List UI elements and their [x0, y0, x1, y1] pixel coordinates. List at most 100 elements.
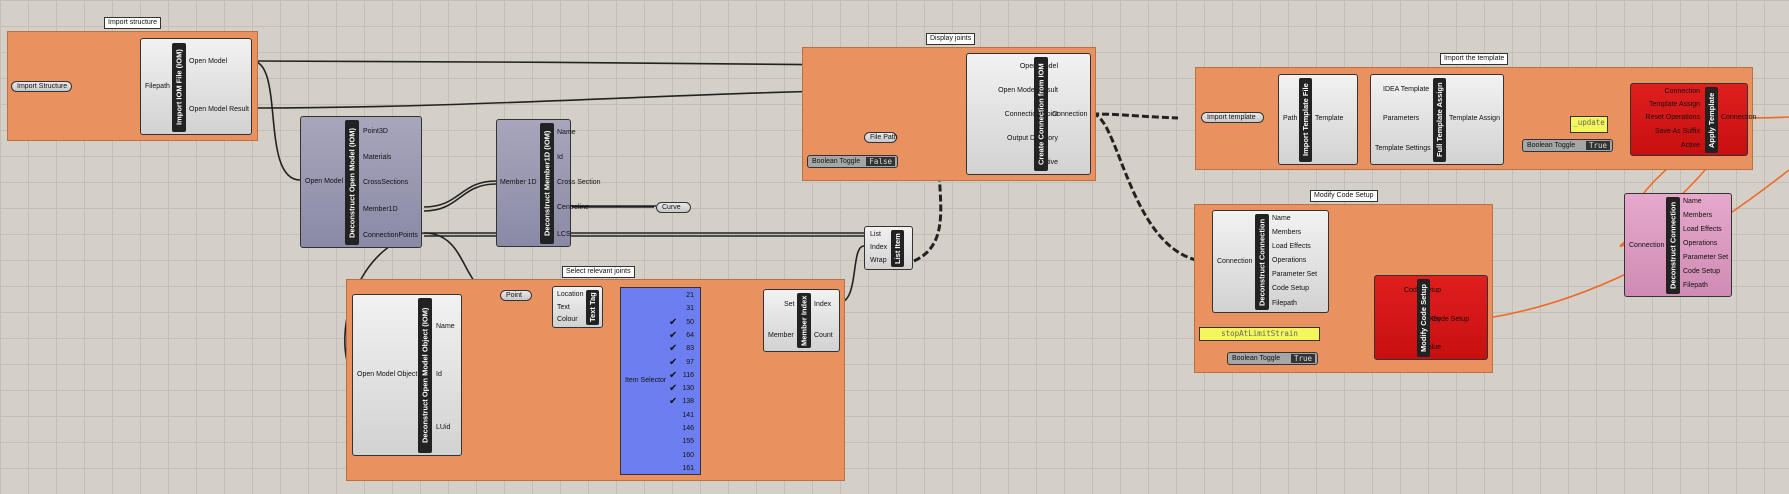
item-selector-option[interactable]: 83 [686, 345, 694, 353]
file-path-param[interactable]: File Path [864, 132, 898, 143]
boolean-toggle-apply[interactable]: Boolean Toggle True [1522, 139, 1613, 152]
deconstruct-connection-mid-component[interactable]: Connection Deconstruct Connection Name M… [1212, 210, 1329, 313]
port-key[interactable]: Key [1428, 316, 1441, 323]
port-members-r[interactable]: Members [1683, 212, 1713, 219]
port-connection-out-at[interactable]: Connection [1721, 114, 1757, 121]
toggle-value[interactable]: True [1585, 141, 1610, 150]
port-connection-points[interactable]: ConnectionPoints [363, 232, 418, 239]
port-index-out[interactable]: Index [814, 301, 832, 308]
import-structure-param[interactable]: Import Structure [11, 81, 72, 92]
port-id-obj[interactable]: Id [436, 371, 442, 378]
port-filepath[interactable]: Filepath [145, 83, 170, 90]
port-load-effects-r[interactable]: Load Effects [1683, 226, 1722, 233]
port-open-model-result[interactable]: Open Model Result [189, 106, 249, 113]
port-materials[interactable]: Materials [363, 154, 392, 161]
port-connection-out[interactable]: Connection [1052, 111, 1088, 118]
member-index-component[interactable]: Set Member Member Index Index Count [763, 289, 840, 352]
text-tag-component[interactable]: Location Text Colour Text Tag [552, 286, 603, 328]
list-item-component[interactable]: List Index Wrap List Item [864, 226, 913, 270]
port-filepath-m[interactable]: Filepath [1272, 300, 1297, 307]
item-selector-option[interactable]: 116 [682, 371, 694, 379]
port-text[interactable]: Text [557, 304, 570, 311]
port-wrap[interactable]: Wrap [870, 257, 887, 264]
port-idea-template[interactable]: IDEA Template [1383, 86, 1430, 93]
port-crosssections[interactable]: CrossSections [363, 179, 409, 186]
item-selector-option[interactable]: 141 [682, 411, 694, 419]
toggle-value[interactable]: False [866, 157, 895, 166]
item-selector-option[interactable]: 138 [682, 398, 694, 406]
import-template-file-component[interactable]: Path Import Template File Template [1278, 74, 1358, 165]
port-parameter-set-m[interactable]: Parameter Set [1272, 271, 1318, 278]
port-parameter-set-r[interactable]: Parameter Set [1683, 254, 1729, 261]
port-lcs[interactable]: LCS [557, 231, 571, 238]
port-index[interactable]: Index [870, 244, 888, 251]
port-value[interactable]: Value [1423, 344, 1441, 351]
port-name[interactable]: Name [557, 129, 576, 136]
port-location[interactable]: Location [557, 291, 584, 298]
deconstruct-open-model-object-component[interactable]: Open Model Object Deconstruct Open Model… [352, 294, 462, 456]
import-iom-file-component[interactable]: Filepath Import IOM File (IOM) Open Mode… [140, 38, 252, 135]
port-code-setup-m[interactable]: Code Setup [1272, 285, 1309, 292]
port-load-effects-m[interactable]: Load Effects [1272, 243, 1311, 250]
port-open-model-in[interactable]: Open Model [305, 178, 344, 185]
port-reset-operations[interactable]: Reset Operations [1645, 114, 1700, 121]
item-selector-option[interactable]: 31 [686, 305, 694, 313]
full-template-assign-component[interactable]: IDEA Template Parameters Template Settin… [1370, 74, 1504, 165]
port-template-settings[interactable]: Template Settings [1375, 145, 1431, 152]
item-selector-option[interactable]: 130 [682, 385, 694, 393]
point-param[interactable]: Point [500, 290, 532, 301]
port-operations-m[interactable]: Operations [1272, 257, 1307, 264]
port-active-at[interactable]: Active [1680, 142, 1700, 149]
port-members-m[interactable]: Members [1272, 229, 1302, 236]
port-set[interactable]: Set [784, 301, 795, 308]
port-open-model-object[interactable]: Open Model Object [357, 371, 418, 378]
modify-code-setup-component[interactable]: Code Setup Key Value Modify Code Setup C… [1374, 275, 1488, 360]
port-code-setup-out[interactable]: Code Setup [1432, 316, 1469, 323]
port-filepath-r[interactable]: Filepath [1683, 282, 1708, 289]
item-selector-option[interactable]: 97 [686, 358, 694, 366]
item-selector-option[interactable]: 161 [682, 464, 694, 472]
boolean-toggle-value[interactable]: Boolean Toggle True [1227, 352, 1318, 365]
port-code-setup-r[interactable]: Code Setup [1683, 268, 1720, 275]
port-template-assign-at[interactable]: Template Assign [1649, 101, 1700, 108]
item-selector-option[interactable]: 160 [682, 451, 694, 459]
port-name-r[interactable]: Name [1683, 198, 1702, 205]
port-connection-in-mid[interactable]: Connection [1217, 258, 1253, 265]
port-name-obj[interactable]: Name [436, 323, 455, 330]
boolean-toggle-active[interactable]: Boolean Toggle False [807, 155, 898, 168]
port-count-out[interactable]: Count [814, 332, 833, 339]
port-template[interactable]: Template [1315, 115, 1344, 122]
port-operations-r[interactable]: Operations [1683, 240, 1718, 247]
item-selector-option[interactable]: 64 [686, 331, 694, 339]
port-id[interactable]: Id [557, 154, 563, 161]
port-connection-point[interactable]: Connection Point [1004, 111, 1058, 118]
port-connection-at[interactable]: Connection [1664, 88, 1700, 95]
port-list[interactable]: List [870, 231, 881, 238]
port-active[interactable]: Active [1038, 159, 1058, 166]
port-template-assign-out[interactable]: Template Assign [1449, 115, 1500, 122]
port-parameters[interactable]: Parameters [1383, 115, 1420, 122]
deconstruct-open-model-component[interactable]: Open Model Deconstruct Open Model (IOM) … [300, 116, 422, 248]
deconstruct-member1d-component[interactable]: Member 1D Deconstruct Member1D (IOM) Nam… [496, 119, 601, 247]
curve-param[interactable]: Curve [656, 202, 691, 213]
item-selector-option[interactable]: 155 [682, 438, 694, 446]
port-connection-in-right[interactable]: Connection [1629, 242, 1665, 249]
port-member[interactable]: Member [768, 332, 794, 339]
apply-template-component[interactable]: Connection Template Assign Reset Operati… [1630, 83, 1756, 156]
port-luid-obj[interactable]: LUid [436, 424, 451, 431]
port-path[interactable]: Path [1283, 115, 1298, 122]
port-member1d[interactable]: Member1D [363, 206, 398, 213]
update-panel[interactable]: _update [1570, 116, 1608, 133]
port-output-directory[interactable]: Output Directory [1007, 135, 1058, 142]
port-open-model[interactable]: Open Model [189, 58, 228, 65]
port-centreline[interactable]: Centreline [557, 204, 589, 211]
port-open-model-result-cc[interactable]: Open Model Result [998, 87, 1058, 94]
key-text-panel[interactable]: stopAtLimitStrain [1199, 327, 1320, 341]
deconstruct-connection-right-component[interactable]: Connection Deconstruct Connection Name M… [1624, 193, 1732, 297]
port-point3d[interactable]: Point3D [363, 128, 388, 135]
toggle-value[interactable]: True [1290, 354, 1315, 363]
port-cross-section[interactable]: Cross Section [557, 179, 601, 186]
item-selector-option[interactable]: 21 [686, 292, 694, 299]
create-connection-component[interactable]: Open Model Open Model Result Connection … [966, 53, 1091, 175]
